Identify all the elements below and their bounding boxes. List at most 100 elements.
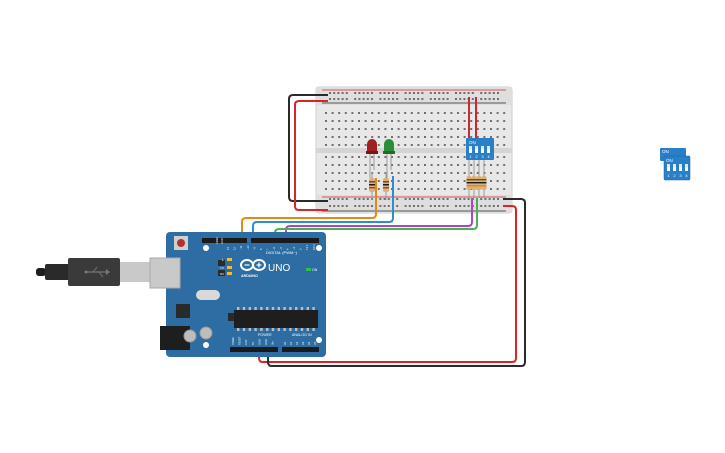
- breadboard-hole: [437, 180, 440, 182]
- led-red[interactable]: [366, 139, 378, 178]
- breadboard-hole: [503, 180, 506, 182]
- reset-button-cap: [177, 239, 185, 247]
- breadboard-hole: [503, 144, 506, 146]
- pin-label: A2: [295, 341, 299, 345]
- breadboard-hole: [331, 112, 334, 114]
- led-l: [227, 258, 232, 261]
- breadboard-hole: [345, 98, 348, 100]
- breadboard-hole: [430, 144, 433, 146]
- breadboard-hole: [371, 120, 374, 122]
- led-green-base: [383, 151, 395, 154]
- mcu-pin: [306, 307, 309, 310]
- wire-black-gnd[interactable]: [267, 198, 526, 367]
- breadboard-hole: [503, 172, 506, 174]
- breadboard-hole: [364, 136, 367, 138]
- breadboard-hole: [492, 205, 495, 207]
- breadboard-hole: [362, 92, 365, 94]
- breadboard-hole: [437, 144, 440, 146]
- pin-label: ~3: [292, 246, 296, 250]
- breadboard-hole: [325, 164, 327, 166]
- mcu-pin: [260, 307, 263, 310]
- breadboard-hole: [476, 136, 479, 138]
- breadboard-hole: [463, 112, 466, 114]
- breadboard-hole: [459, 198, 462, 200]
- wire-red-5v[interactable]: [258, 205, 517, 363]
- breadboard-hole: [364, 156, 367, 158]
- breadboard-hole: [364, 180, 367, 182]
- breadboard-hole: [496, 136, 499, 138]
- breadboard-hole: [417, 128, 420, 130]
- dip-toggle-knob: [685, 164, 688, 168]
- breadboard-hole: [424, 180, 426, 182]
- breadboard-hole: [337, 198, 340, 200]
- smd-chip: [218, 260, 225, 266]
- pin-label: ~5: [279, 246, 283, 250]
- breadboard-hole: [396, 98, 399, 100]
- breadboard-hole: [387, 205, 390, 207]
- mcu-pin: [242, 328, 246, 331]
- header-top-left: [202, 238, 247, 243]
- dip-toggle-knob: [487, 146, 490, 150]
- breadboard-hole: [417, 92, 420, 94]
- breadboard-hole: [413, 198, 415, 200]
- pin-label: RESET: [238, 336, 242, 345]
- wire-green-dip[interactable]: [274, 198, 478, 238]
- breadboard-hole: [397, 164, 400, 166]
- breadboard-hole: [496, 172, 499, 174]
- header-top-right: [251, 238, 319, 243]
- breadboard-hole: [430, 112, 433, 114]
- breadboard-hole: [417, 188, 420, 190]
- breadboard-hole: [417, 180, 420, 182]
- wire-orange-pin13[interactable]: [241, 178, 377, 238]
- breadboard-hole: [404, 180, 407, 182]
- breadboard-hole: [437, 120, 440, 122]
- pin-label: 13: [226, 247, 230, 250]
- breadboard-hole: [391, 156, 393, 158]
- resistor-led-green[interactable]: [383, 172, 389, 200]
- breadboard-hole: [430, 128, 433, 130]
- breadboard-hole: [384, 136, 387, 138]
- breadboard-hole: [364, 112, 367, 114]
- pin-label: ~9: [252, 246, 256, 250]
- breadboard-hole: [408, 205, 411, 207]
- pin-label: 4: [285, 248, 289, 250]
- breadboard-hole: [354, 198, 357, 200]
- breadboard-hole: [404, 128, 407, 130]
- breadboard-hole: [443, 180, 446, 182]
- breadboard[interactable]: [315, 86, 513, 214]
- dip-pulldown-resistors[interactable]: [466, 160, 487, 198]
- resistor-led-red[interactable]: [369, 172, 375, 200]
- pin-label: 7: [266, 248, 270, 250]
- usb-cable[interactable]: [36, 258, 152, 286]
- led-green[interactable]: [383, 139, 395, 178]
- breadboard-hole: [443, 128, 446, 130]
- microcontroller: [234, 310, 318, 328]
- breadboard-hole: [434, 205, 436, 207]
- breadboard-hole: [443, 120, 446, 122]
- breadboard-hole: [341, 205, 344, 207]
- wire-black-left[interactable]: [288, 94, 328, 202]
- breadboard-hole: [446, 198, 449, 200]
- led-red-body: [367, 139, 377, 152]
- breadboard-hole: [384, 120, 387, 122]
- breadboard-hole: [344, 164, 347, 166]
- wire-blue-pin12[interactable]: [252, 176, 394, 238]
- wire-red-left[interactable]: [294, 100, 328, 211]
- breadboard-hole: [371, 92, 373, 94]
- dip-number: 1: [469, 154, 472, 159]
- breadboard-hole: [437, 136, 440, 138]
- breadboard-hole: [331, 128, 334, 130]
- breadboard-hole: [325, 120, 327, 122]
- breadboard-hole: [331, 144, 334, 146]
- breadboard-hole: [421, 205, 424, 207]
- breadboard-hole: [497, 198, 499, 200]
- breadboard-hole: [384, 112, 387, 114]
- breadboard-hole: [455, 198, 457, 200]
- pin-label: Vin: [271, 341, 275, 345]
- breadboard-hole: [338, 120, 341, 122]
- mcu-pin: [283, 307, 286, 310]
- breadboard-hole: [362, 205, 365, 207]
